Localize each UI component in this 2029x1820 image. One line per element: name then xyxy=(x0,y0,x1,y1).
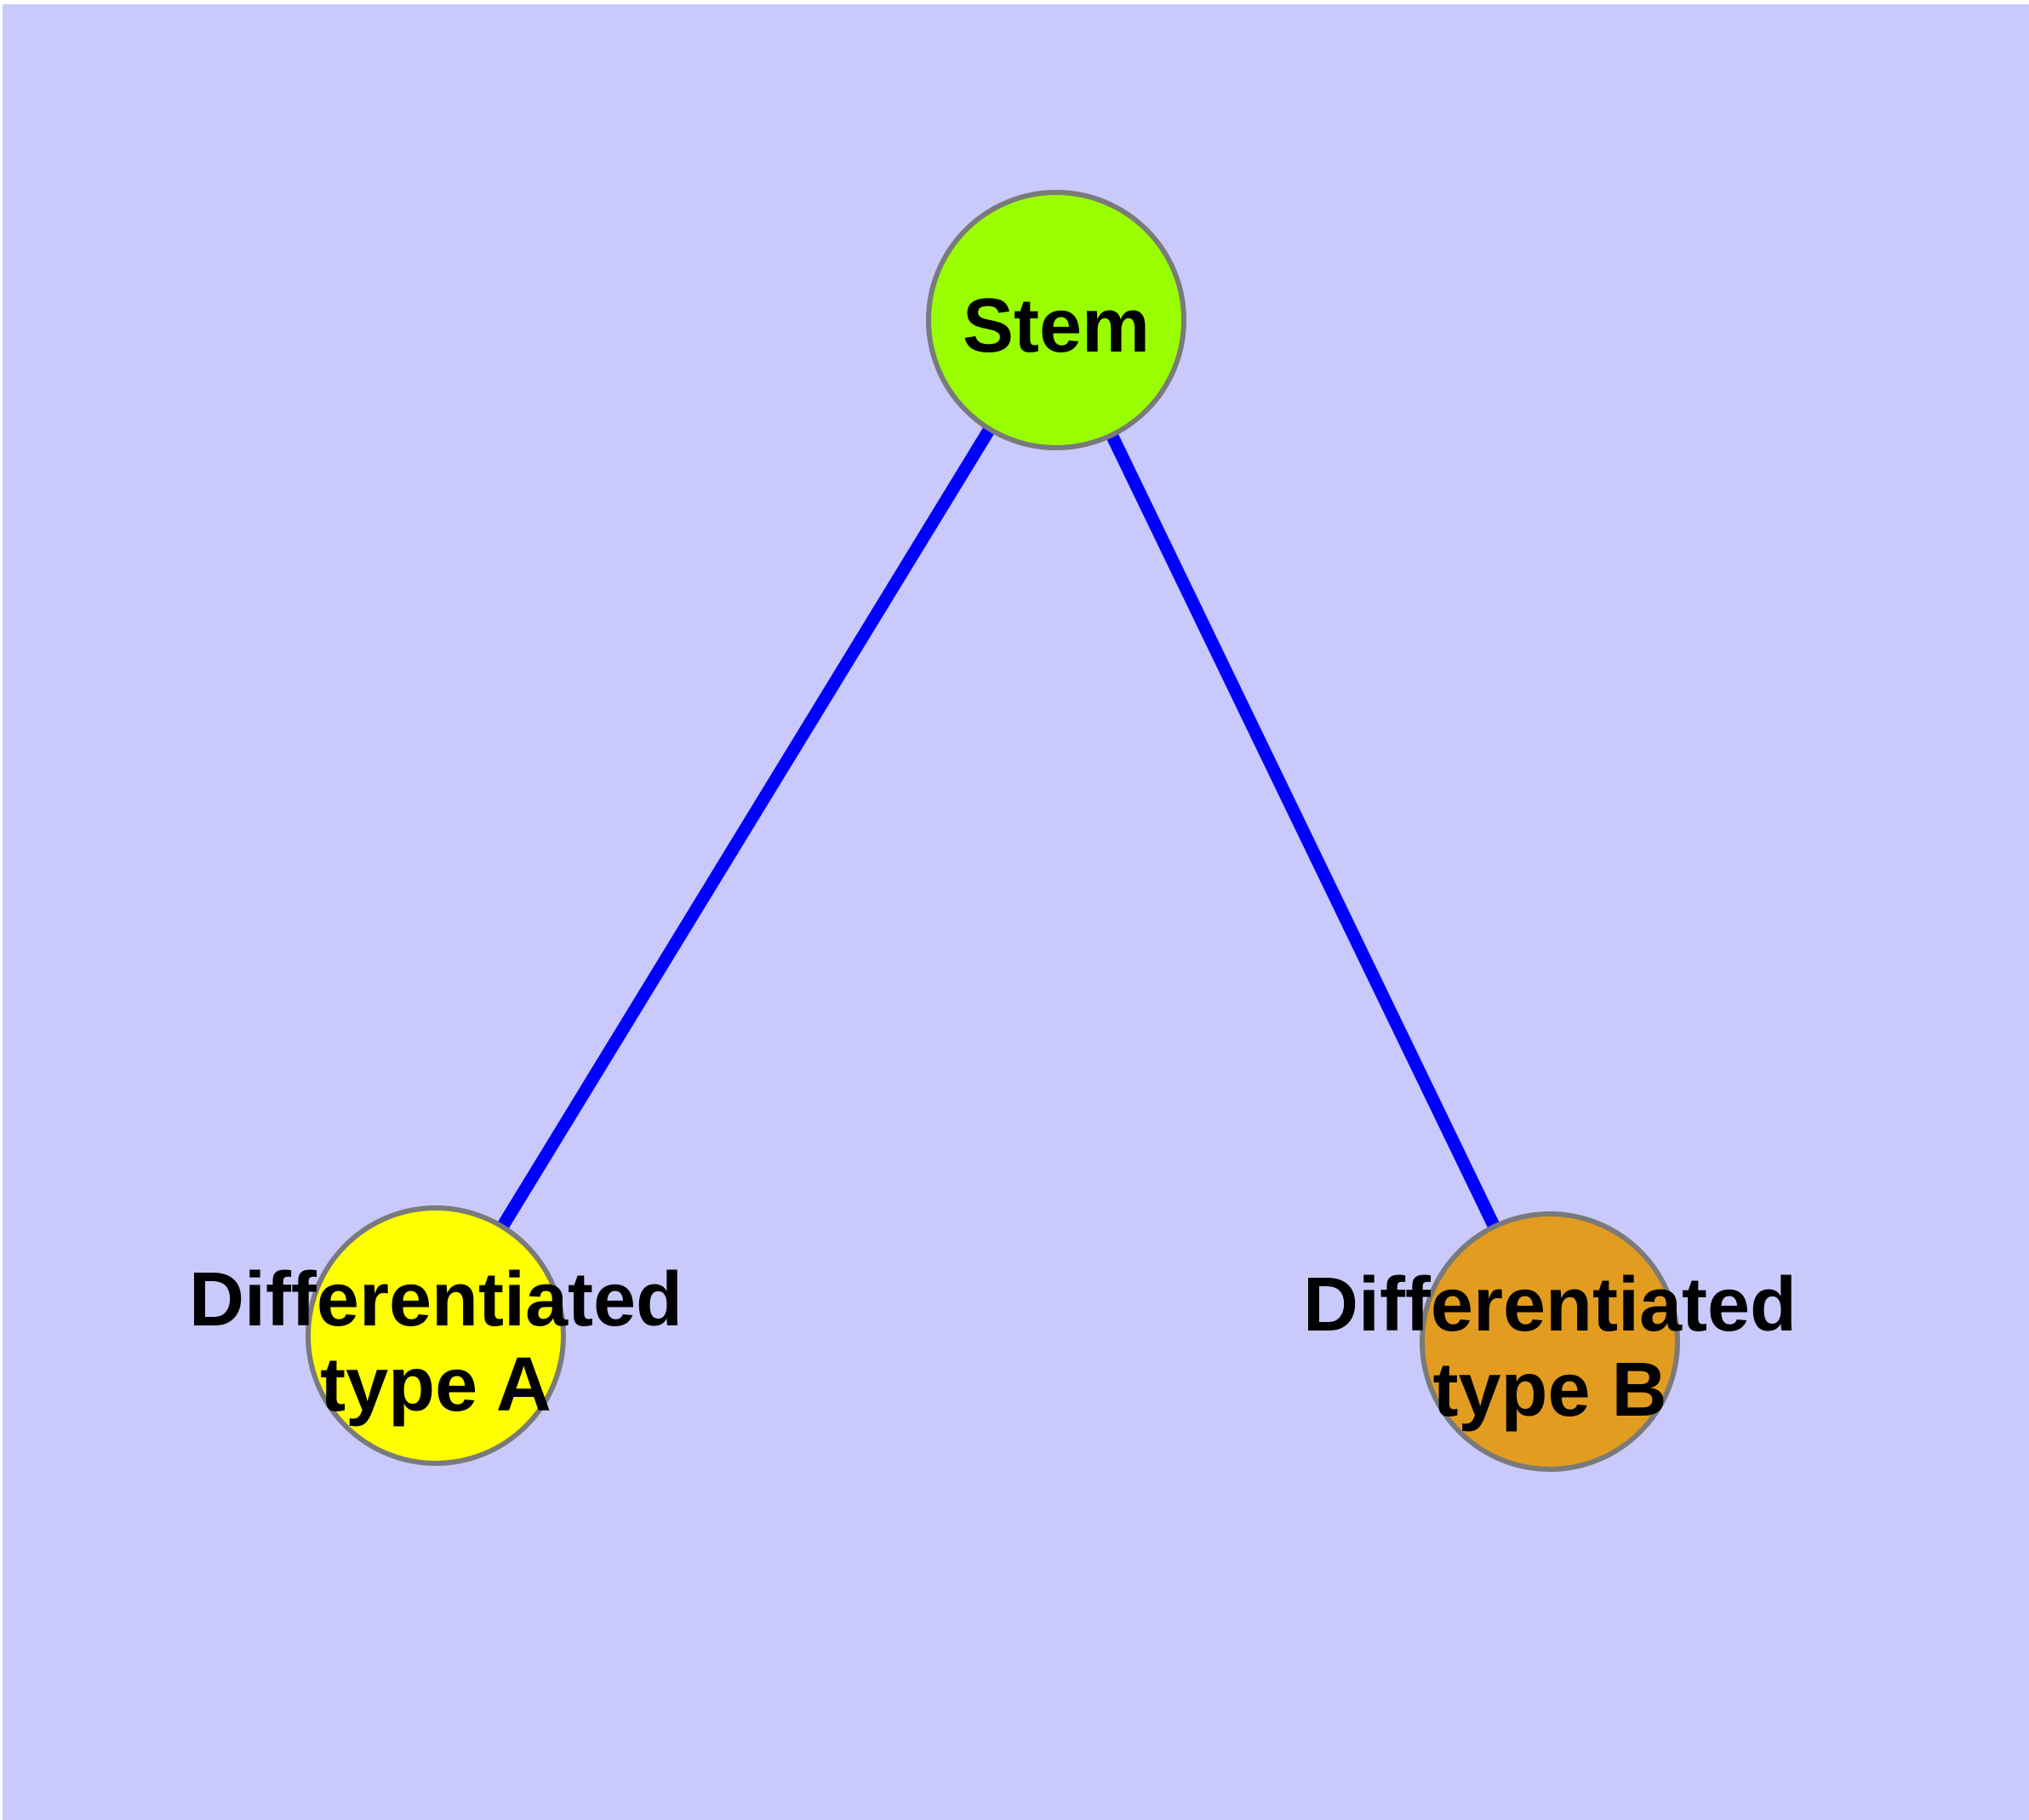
node-differentiated-type-a-label-line2: type A xyxy=(320,1342,552,1428)
node-stem: Stem xyxy=(926,190,1186,450)
node-differentiated-type-b-label-line1: Differentiated xyxy=(1303,1262,1797,1348)
node-differentiated-type-b-label-line2: type B xyxy=(1432,1348,1666,1433)
graph-svg: Stem Differentiated type A Differentiate… xyxy=(3,4,2029,1820)
edge-stem-to-type-a[interactable] xyxy=(430,317,1062,1339)
node-differentiated-type-b: Differentiated type B xyxy=(1303,1211,1797,1472)
node-differentiated-type-a: Differentiated type A xyxy=(189,1205,683,1466)
node-differentiated-type-b-circle[interactable] xyxy=(1420,1211,1680,1472)
edge-stem-to-type-b[interactable] xyxy=(1050,317,1556,1345)
node-stem-circle[interactable] xyxy=(926,190,1186,450)
node-stem-label: Stem xyxy=(963,283,1150,369)
node-differentiated-type-a-circle[interactable] xyxy=(306,1205,566,1466)
node-differentiated-type-a-label-line1: Differentiated xyxy=(189,1257,683,1342)
